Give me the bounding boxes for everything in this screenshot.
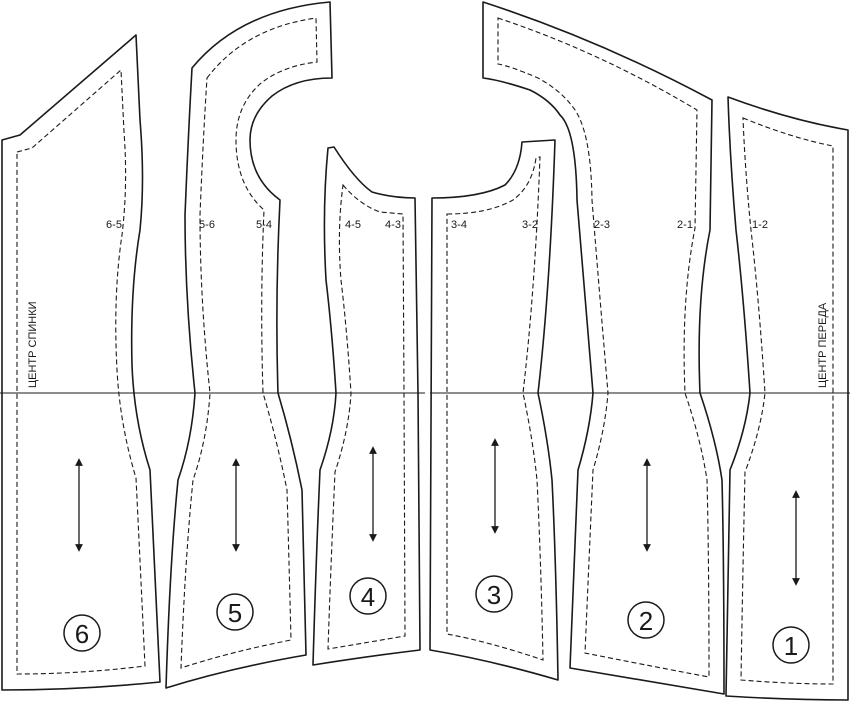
piece-3-number: 3	[487, 580, 501, 610]
piece-4-seam-label-left: 4-5	[345, 219, 361, 231]
center-front-label: ЦЕНТР ПЕРЕДА	[817, 302, 829, 388]
piece-2-number: 2	[639, 606, 653, 636]
piece-2-number-circle	[627, 601, 665, 639]
piece-4-number-circle	[349, 577, 387, 615]
piece-4-number: 4	[361, 582, 375, 612]
piece-1-number: 1	[784, 631, 798, 661]
pattern-piece-3: 3-4 3-2 3	[429, 139, 559, 681]
piece-3-cut-line	[429, 139, 559, 681]
piece-5-seam-label-left: 5-6	[199, 219, 215, 231]
piece-1-seam-line	[740, 117, 834, 685]
piece-1-cut-line	[725, 96, 849, 701]
piece-3-seam-label-right: 3-2	[522, 219, 538, 231]
center-back-label: ЦЕНТР СПИНКИ	[27, 301, 39, 388]
piece-6-cut-line	[1, 34, 161, 691]
piece-2-seam-label-right: 2-1	[677, 219, 693, 231]
piece-6-number: 6	[75, 619, 89, 649]
piece-1-number-circle	[772, 626, 810, 664]
piece-6-number-circle	[63, 614, 101, 652]
piece-3-seam-label-left: 3-4	[451, 219, 467, 231]
pattern-piece-4: 4-5 4-3 4	[312, 146, 421, 666]
piece-5-number-circle	[216, 593, 254, 631]
piece-2-cut-line	[482, 1, 725, 695]
piece-6-seam-label: 6-5	[106, 219, 122, 231]
piece-4-cut-line	[312, 146, 421, 666]
piece-4-seam-line	[327, 183, 406, 650]
piece-3-seam-line	[446, 156, 544, 661]
piece-3-number-circle	[475, 575, 513, 613]
piece-5-seam-line	[180, 17, 318, 669]
piece-4-seam-label-right: 4-3	[385, 219, 401, 231]
piece-5-cut-line	[165, 1, 333, 689]
piece-6-seam-line	[16, 68, 146, 675]
pattern-piece-2: 2-3 2-1 2	[482, 1, 725, 695]
piece-5-seam-label-right: 5-4	[256, 219, 272, 231]
piece-2-seam-line	[497, 17, 710, 678]
pattern-piece-1: 1-2 ЦЕНТР ПЕРЕДА 1	[725, 96, 849, 701]
pattern-piece-5: 5-6 5-4 5	[165, 1, 333, 689]
piece-2-seam-label-left: 2-3	[594, 219, 610, 231]
pattern-piece-6: 6-5 ЦЕНТР СПИНКИ 6	[1, 34, 161, 691]
piece-5-number: 5	[228, 598, 242, 628]
piece-1-seam-label: 1-2	[752, 219, 768, 231]
